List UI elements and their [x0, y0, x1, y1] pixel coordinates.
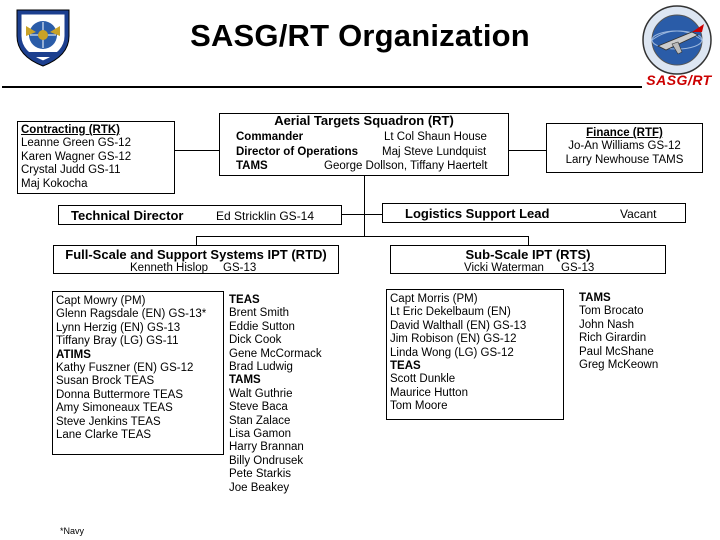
ipt-contractor: Greg McKeown: [579, 359, 659, 372]
sub-scale-ipt-heading: Sub-Scale IPT (RTS): [465, 247, 591, 262]
finance-heading: Finance (RTF): [586, 127, 663, 139]
ipt-contractor: Gene McCormack: [229, 347, 322, 360]
contracting-member: Leanne Green GS-12: [21, 137, 131, 150]
full-scale-roster-box: Capt Mowry (PM)Glenn Ragsdale (EN) GS-13…: [52, 291, 224, 455]
program-logo-text: SASG/RT: [646, 72, 712, 88]
ipt-contractor: Lisa Gamon: [229, 428, 292, 441]
ipt-member: Tiffany Bray (LG) GS-11: [56, 335, 179, 348]
title-divider: [2, 86, 642, 88]
contracting-member: Crystal Judd GS-11: [21, 164, 121, 177]
ipt-member: Lane Clarke TEAS: [56, 429, 152, 442]
ipt-member: Scott Dunkle: [390, 373, 456, 386]
ipt-member: Susan Brock TEAS: [56, 375, 155, 388]
sub-scale-roster-box: Capt Morris (PM)Lt Eric Dekelbaum (EN)Da…: [386, 289, 564, 420]
ipt-member: Tom Moore: [390, 400, 448, 413]
ipt-member: David Walthall (EN) GS-13: [390, 319, 527, 332]
ipt-contractor: Steve Baca: [229, 401, 288, 414]
connector-line: [175, 150, 219, 151]
ipt-contractor: Dick Cook: [229, 334, 282, 347]
connector-line: [509, 150, 546, 151]
operations-label: Director of Operations: [236, 146, 359, 158]
ipt-contractor: Joe Beakey: [229, 481, 290, 494]
full-scale-ipt-grade: GS-13: [223, 262, 257, 274]
technical-director-box: Technical Director Ed Stricklin GS-14: [58, 205, 342, 225]
ipt-member: Maurice Hutton: [390, 386, 468, 399]
finance-member: Jo-An Williams GS-12: [568, 140, 681, 153]
full-scale-ipt-heading: Full-Scale and Support Systems IPT (RTD): [65, 247, 327, 262]
commander-label: Commander: [236, 131, 304, 143]
logistics-box: Logistics Support Lead Vacant: [382, 203, 686, 223]
tams-names: George Dollson, Tiffany Haertelt: [324, 160, 488, 172]
ipt-contractor: Billy Ondrusek: [229, 454, 304, 467]
contracting-member: Maj Kokocha: [21, 177, 88, 190]
connector-line: [196, 236, 197, 245]
program-seal-icon: [632, 2, 720, 86]
ipt-member: Jim Robison (EN) GS-12: [390, 333, 517, 346]
contracting-box: Contracting (RTK) Leanne Green GS-12 Kar…: [17, 121, 175, 194]
ipt-contractor: Paul McShane: [579, 345, 654, 358]
ipt-member: Donna Buttermore TEAS: [56, 388, 183, 401]
full-scale-ipt-box: Full-Scale and Support Systems IPT (RTD)…: [53, 245, 339, 274]
sub-scale-ipt-lead: Vicki Waterman: [464, 262, 544, 274]
ipt-contractor: TEAS: [229, 294, 260, 306]
ipt-member: ATIMS: [56, 348, 91, 361]
technical-director-label: Technical Director: [71, 208, 184, 223]
ipt-contractor: John Nash: [579, 318, 634, 331]
ipt-member: Glenn Ragsdale (EN) GS-13*: [56, 308, 207, 321]
squadron-box: Aerial Targets Squadron (RT) Commander L…: [219, 113, 509, 176]
sub-scale-ipt-grade: GS-13: [561, 262, 595, 274]
commander-name: Lt Col Shaun House: [384, 131, 487, 143]
connector-line: [342, 214, 382, 215]
ipt-contractor: Harry Brannan: [229, 441, 304, 454]
full-scale-ipt-lead: Kenneth Hislop: [130, 262, 208, 274]
command-emblem-icon: [12, 6, 74, 68]
sub-scale-ipt-box: Sub-Scale IPT (RTS) Vicki Waterman GS-13: [390, 245, 666, 274]
ipt-contractor: Stan Zalace: [229, 414, 291, 427]
ipt-member: Lt Eric Dekelbaum (EN): [390, 306, 511, 319]
ipt-member: Linda Wong (LG) GS-12: [390, 346, 514, 359]
ipt-contractor: Tom Brocato: [579, 305, 644, 318]
contracting-heading: Contracting (RTK): [21, 124, 121, 136]
ipt-member: Amy Simoneaux TEAS: [56, 402, 173, 415]
ipt-member: Steve Jenkins TEAS: [56, 415, 161, 428]
ipt-contractor: Rich Girardin: [579, 332, 647, 345]
ipt-member: Capt Mowry (PM): [56, 295, 146, 307]
ipt-contractor: TAMS: [579, 292, 611, 304]
operations-name: Maj Steve Lundquist: [382, 146, 487, 158]
logistics-name: Vacant: [620, 207, 657, 221]
ipt-contractor: TAMS: [229, 374, 261, 387]
ipt-contractor: Brent Smith: [229, 307, 290, 320]
squadron-heading: Aerial Targets Squadron (RT): [274, 113, 454, 128]
page-title: SASG/RT Organization: [190, 18, 530, 53]
footnote: *Navy: [60, 526, 85, 536]
ipt-member: TEAS: [390, 360, 421, 373]
ipt-member: Kathy Fuszner (EN) GS-12: [56, 362, 194, 375]
technical-director-name: Ed Stricklin GS-14: [216, 209, 315, 223]
ipt-contractor: Eddie Sutton: [229, 320, 295, 333]
connector-line: [364, 176, 365, 236]
tams-label: TAMS: [236, 160, 268, 172]
ipt-member: Capt Morris (PM): [390, 293, 478, 305]
logistics-label: Logistics Support Lead: [405, 206, 550, 221]
ipt-contractor: Walt Guthrie: [229, 387, 293, 400]
ipt-contractor: Brad Ludwig: [229, 361, 293, 374]
ipt-member: Lynn Herzig (EN) GS-13: [56, 321, 181, 334]
contracting-member: Karen Wagner GS-12: [21, 150, 132, 163]
connector-line: [196, 236, 528, 237]
finance-box: Finance (RTF) Jo-An Williams GS-12 Larry…: [546, 123, 703, 173]
ipt-contractor: Pete Starkis: [229, 468, 291, 481]
finance-member: Larry Newhouse TAMS: [565, 153, 684, 166]
connector-line: [528, 236, 529, 245]
